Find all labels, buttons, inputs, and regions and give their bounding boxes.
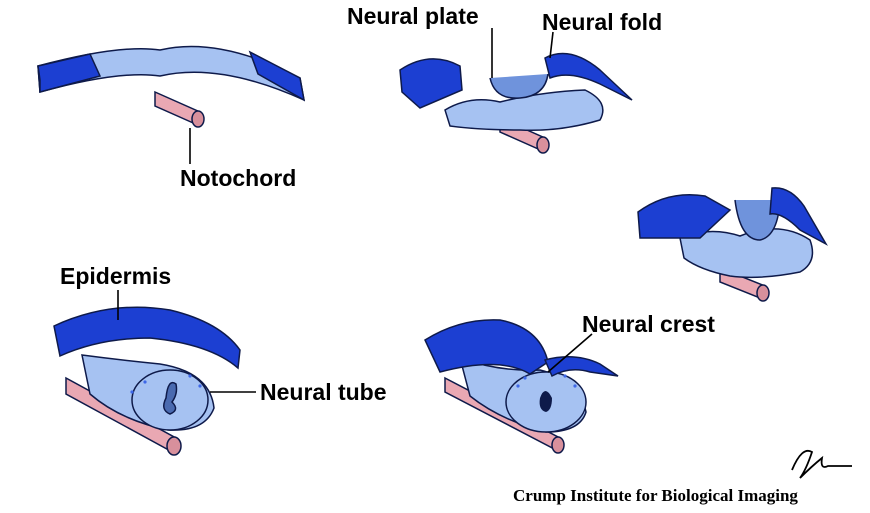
leader-neural-crest	[547, 333, 593, 373]
label-neural-plate: Neural plate	[347, 3, 479, 29]
signature-mark	[791, 449, 852, 479]
flat-plate	[37, 45, 306, 102]
leader-neural-fold	[549, 31, 554, 59]
stage-3-folds-converging	[637, 187, 828, 302]
credit-text: Crump Institute for Biological Imaging	[513, 486, 798, 505]
stage-5-neural-tube	[53, 306, 241, 456]
notochord-1	[154, 90, 205, 128]
label-epidermis: Epidermis	[60, 263, 171, 289]
label-neural-tube: Neural tube	[260, 379, 387, 405]
label-notochord: Notochord	[180, 165, 296, 191]
stage-2-neural-folds	[399, 52, 633, 154]
label-neural-crest: Neural crest	[582, 311, 715, 337]
stage-1-neural-plate	[37, 45, 306, 128]
stage-4-neural-crest	[424, 319, 619, 454]
label-neural-fold: Neural fold	[542, 9, 662, 35]
